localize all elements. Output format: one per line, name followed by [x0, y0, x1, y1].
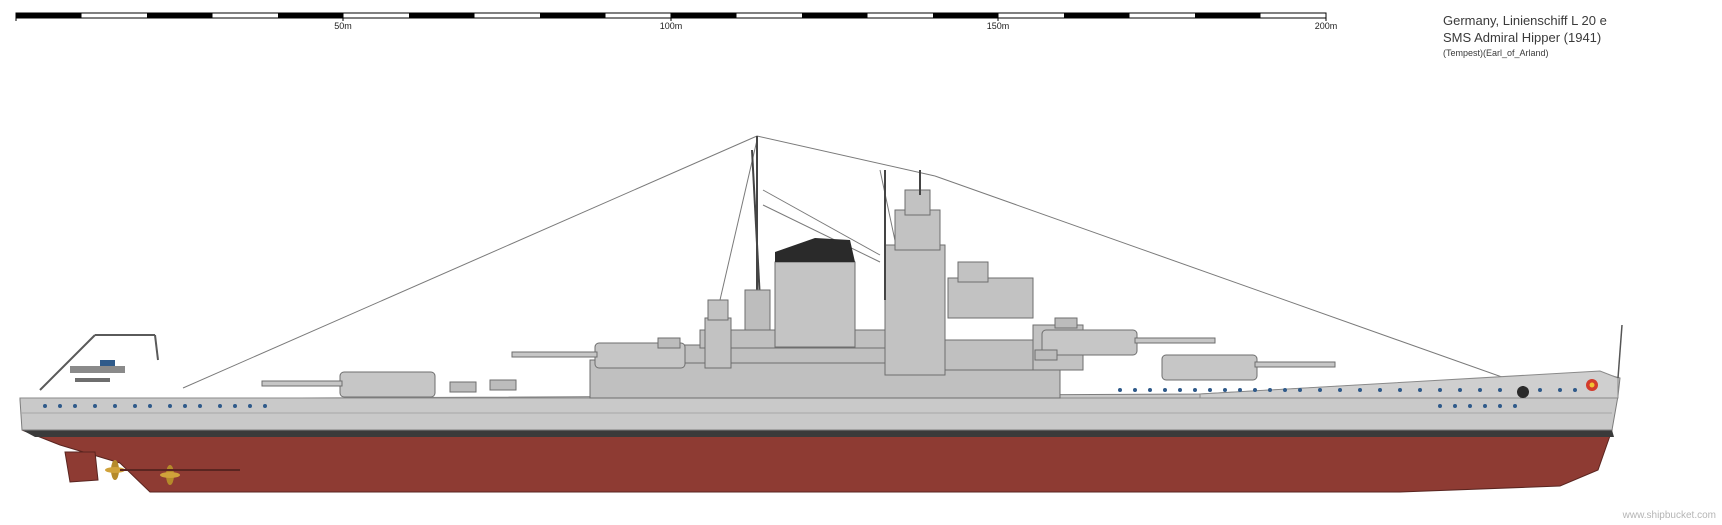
porthole — [1223, 388, 1227, 392]
title-ship-name: SMS Admiral Hipper (1941) — [1443, 30, 1602, 45]
porthole — [1283, 388, 1287, 392]
scale-bar-segment — [933, 13, 999, 18]
porthole — [263, 404, 267, 408]
porthole — [168, 404, 172, 408]
porthole — [248, 404, 252, 408]
porthole — [1133, 388, 1137, 392]
scale-bar-segment — [1064, 13, 1130, 18]
porthole — [1178, 388, 1182, 392]
scale-label-50m: 50m — [334, 21, 352, 31]
porthole — [1118, 388, 1122, 392]
anchor-icon — [1517, 386, 1529, 398]
porthole — [1148, 388, 1152, 392]
porthole — [1358, 388, 1362, 392]
funnel-cap — [775, 238, 855, 262]
scale-label-150m: 150m — [987, 21, 1010, 31]
porthole — [1573, 388, 1577, 392]
porthole — [1208, 388, 1212, 392]
porthole — [1468, 404, 1472, 408]
rudder — [64, 451, 99, 483]
watermark: www.shipbucket.com — [1622, 510, 1716, 521]
porthole — [113, 404, 117, 408]
turret-fore-2 — [1161, 354, 1336, 381]
scale-label-100m: 100m — [660, 21, 683, 31]
aircraft-crane — [39, 334, 159, 391]
porthole — [233, 404, 237, 408]
porthole — [43, 404, 47, 408]
rigging-wires — [182, 135, 1517, 389]
seaplane-icon — [70, 360, 125, 382]
boot-stripe — [22, 430, 1614, 437]
porthole — [1538, 388, 1542, 392]
title-country-class: Germany, Linienschiff L 20 e — [1443, 13, 1607, 28]
porthole — [1498, 388, 1502, 392]
scale-bar: 50m 100m 150m 200m — [15, 12, 1338, 31]
porthole — [1318, 388, 1322, 392]
scale-bar-ticks — [15, 13, 1327, 21]
porthole — [1458, 388, 1462, 392]
porthole — [1378, 388, 1382, 392]
porthole — [1453, 404, 1457, 408]
turret-aft-1 — [511, 342, 686, 369]
scale-bar-segments — [16, 13, 1261, 18]
porthole — [218, 404, 222, 408]
scale-bar-segment — [147, 13, 213, 18]
porthole — [58, 404, 62, 408]
hull — [19, 324, 1623, 493]
porthole — [1478, 388, 1482, 392]
scale-bar-segment — [409, 13, 475, 18]
porthole — [93, 404, 97, 408]
scale-bar-segment — [1195, 13, 1261, 18]
turret-aft-2 — [261, 371, 436, 398]
scale-bar-segment — [802, 13, 868, 18]
turret-fore-1 — [1041, 329, 1216, 356]
scale-label-200m: 200m — [1315, 21, 1338, 31]
porthole — [1238, 388, 1242, 392]
porthole — [1398, 388, 1402, 392]
porthole — [1438, 388, 1442, 392]
forward-tower — [884, 189, 1084, 376]
porthole — [1253, 388, 1257, 392]
porthole — [1513, 404, 1517, 408]
porthole — [1418, 388, 1422, 392]
crest-icon — [1586, 379, 1598, 391]
porthole — [1438, 404, 1442, 408]
porthole — [198, 404, 202, 408]
porthole — [1298, 388, 1302, 392]
forecastle-deck — [1199, 370, 1619, 399]
scale-bar-segment — [16, 13, 82, 18]
porthole — [183, 404, 187, 408]
funnel — [774, 238, 856, 348]
scale-bar-segment — [540, 13, 606, 18]
porthole — [1193, 388, 1197, 392]
porthole — [148, 404, 152, 408]
scale-bar-segment — [278, 13, 344, 18]
porthole — [1483, 404, 1487, 408]
title-credits: (Tempest)(Earl_of_Arland) — [1443, 48, 1549, 58]
title-block: Germany, Linienschiff L 20 e SMS Admiral… — [1443, 12, 1607, 60]
porthole — [73, 404, 77, 408]
porthole — [1163, 388, 1167, 392]
hull-lower-red — [21, 429, 1613, 493]
porthole — [1498, 404, 1502, 408]
propeller-icon — [105, 460, 125, 480]
scale-bar-segment — [671, 13, 737, 18]
portholes — [43, 388, 1577, 408]
porthole — [1338, 388, 1342, 392]
porthole — [1268, 388, 1272, 392]
aft-tower — [704, 299, 732, 369]
porthole — [133, 404, 137, 408]
mainmast — [744, 136, 771, 331]
porthole — [1558, 388, 1562, 392]
secondary-guns — [449, 317, 1078, 393]
